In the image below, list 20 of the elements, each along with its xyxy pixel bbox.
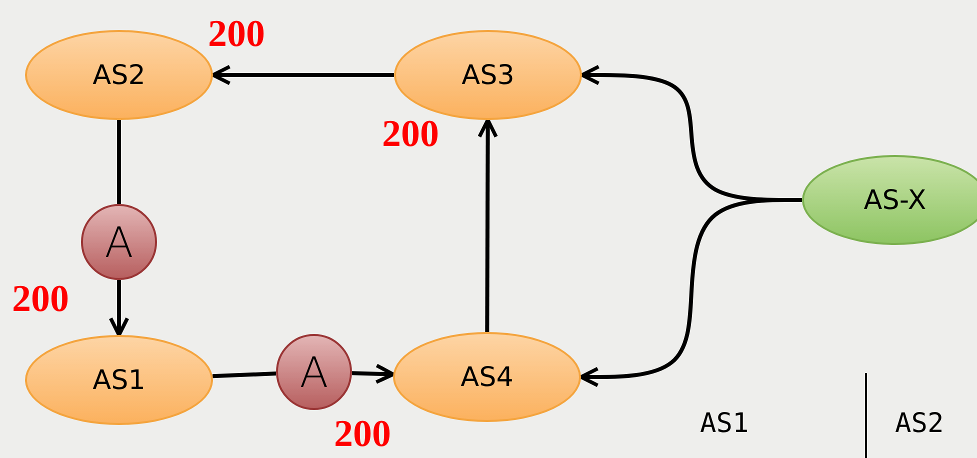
node-label: AS-X <box>864 184 926 216</box>
node-label: AS1 <box>92 364 146 396</box>
column-header: AS2 <box>895 408 944 439</box>
arrow <box>579 198 802 388</box>
arrow <box>478 118 498 332</box>
value-label: 200 <box>12 277 69 321</box>
node-label: A <box>104 218 134 266</box>
node-label: AS4 <box>460 362 514 392</box>
node-label: AS3 <box>462 60 514 90</box>
connector-line <box>212 372 276 378</box>
arrow <box>211 64 394 86</box>
node-label: A <box>300 348 328 396</box>
value-label: 200 <box>382 112 439 156</box>
value-label: 200 <box>334 412 391 456</box>
arrow <box>108 280 130 337</box>
column-header: AS1 <box>700 408 749 439</box>
arrow <box>352 364 395 384</box>
connector-line <box>117 120 121 204</box>
value-label: 200 <box>208 12 265 56</box>
node-label: AS2 <box>92 60 146 90</box>
